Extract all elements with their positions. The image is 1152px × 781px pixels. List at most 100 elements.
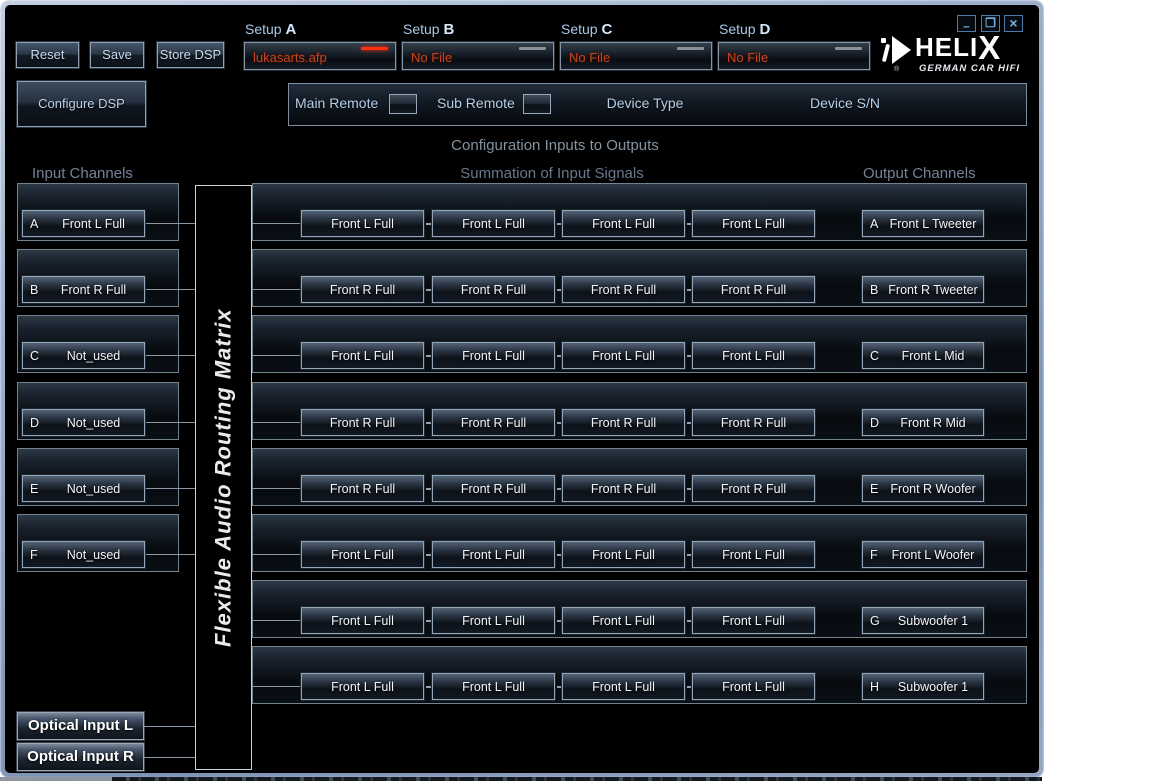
summation-label: Front R Full [720, 416, 787, 430]
summation-box[interactable]: Front L Full [300, 209, 425, 238]
summation-label: Front R Full [590, 416, 657, 430]
input-connector [146, 355, 196, 356]
setup-b-file-field[interactable]: No File [401, 41, 555, 71]
summation-label: Front R Full [329, 482, 396, 496]
minimize-icon[interactable]: – [957, 15, 976, 33]
summation-label: Front L Full [462, 614, 525, 628]
summation-box[interactable]: Front R Full [561, 474, 686, 503]
summation-connector-dash [557, 355, 563, 357]
optical-input-l-button[interactable]: Optical Input L [16, 711, 145, 741]
save-button[interactable]: Save [89, 41, 145, 69]
setup-d-indicator [835, 47, 862, 50]
summation-box[interactable]: Front R Full [691, 275, 816, 304]
summation-box[interactable]: Front L Full [691, 672, 816, 701]
summation-box[interactable]: Front L Full [691, 606, 816, 635]
summation-label: Front R Full [590, 283, 657, 297]
summation-label: Front L Full [592, 548, 655, 562]
summation-box[interactable]: Front L Full [431, 672, 556, 701]
summation-connector-dash [557, 289, 563, 291]
summation-label: Front L Full [592, 680, 655, 694]
setup-d-file-field[interactable]: No File [717, 41, 871, 71]
summation-box[interactable]: Front L Full [300, 672, 425, 701]
summation-label: Front R Full [590, 482, 657, 496]
summation-label: Front L Full [462, 548, 525, 562]
matrix-connector [252, 488, 301, 489]
summation-box[interactable]: Front L Full [561, 209, 686, 238]
channel-letter: A [870, 217, 879, 231]
summation-box[interactable]: Front R Full [300, 275, 425, 304]
summation-label: Front L Full [331, 680, 394, 694]
output-channel-label: Front R Mid [900, 416, 966, 430]
summation-box[interactable]: Front R Full [561, 408, 686, 437]
taskbar-fragment [112, 777, 1042, 781]
summation-box[interactable]: Front L Full [431, 540, 556, 569]
summation-box[interactable]: Front L Full [431, 341, 556, 370]
summation-box[interactable]: Front L Full [561, 540, 686, 569]
input-channel-box-f[interactable]: F Not_used [21, 540, 146, 569]
channel-letter: H [870, 680, 880, 694]
reset-button[interactable]: Reset [15, 41, 80, 69]
summation-box[interactable]: Front R Full [691, 408, 816, 437]
channel-letter: F [30, 548, 38, 562]
summation-box[interactable]: Front L Full [561, 672, 686, 701]
main-remote-checkbox[interactable] [389, 94, 417, 114]
store-dsp-button[interactable]: Store DSP [156, 41, 225, 69]
summation-box[interactable]: Front L Full [300, 540, 425, 569]
summation-box[interactable]: Front L Full [300, 341, 425, 370]
summation-label: Front L Full [722, 217, 785, 231]
summation-box[interactable]: Front R Full [300, 474, 425, 503]
maximize-icon[interactable]: ❐ [981, 15, 1000, 32]
summation-box[interactable]: Front L Full [691, 540, 816, 569]
summation-box[interactable]: Front L Full [431, 209, 556, 238]
device-type-label: Device Type [606, 95, 684, 111]
summation-box[interactable]: Front L Full [431, 606, 556, 635]
summation-box[interactable]: Front R Full [300, 408, 425, 437]
channel-letter: B [870, 283, 879, 297]
input-channel-label: Not_used [66, 416, 121, 430]
matrix-connector [252, 554, 301, 555]
summation-box[interactable]: Front R Full [431, 408, 556, 437]
summation-box[interactable]: Front R Full [561, 275, 686, 304]
summation-box[interactable]: Front L Full [691, 209, 816, 238]
input-connector [146, 488, 196, 489]
summation-connector-dash [426, 223, 432, 225]
summation-box[interactable]: Front R Full [431, 275, 556, 304]
setup-c-file-field[interactable]: No File [559, 41, 713, 71]
summation-box[interactable]: Front L Full [561, 341, 686, 370]
setup-a-file-field[interactable]: lukasarts.afp [243, 41, 397, 71]
setup-c-filename: No File [569, 50, 611, 65]
summation-box[interactable]: Front L Full [691, 341, 816, 370]
close-icon[interactable]: × [1004, 15, 1023, 32]
input-channel-label: Not_used [66, 548, 121, 562]
summation-box[interactable]: Front L Full [300, 606, 425, 635]
optical-r-connector [144, 757, 195, 758]
configure-dsp-button[interactable]: Configure DSP [16, 80, 147, 128]
sub-remote-checkbox[interactable] [523, 94, 551, 114]
summation-connector-dash [687, 620, 693, 622]
setup-a-label: Setup A [245, 21, 297, 38]
summation-label: Front L Full [722, 680, 785, 694]
matrix-row-h: Front L Full Front L Full Front L Full Fron… [5, 646, 1039, 704]
summation-label: Front L Full [592, 349, 655, 363]
summation-box[interactable]: Front R Full [691, 474, 816, 503]
input-channel-label: Not_used [66, 349, 121, 363]
input-channels-heading: Input Channels [32, 165, 133, 182]
optical-input-r-button[interactable]: Optical Input R [16, 742, 145, 772]
summation-box[interactable]: Front R Full [431, 474, 556, 503]
summation-box[interactable]: Front L Full [561, 606, 686, 635]
